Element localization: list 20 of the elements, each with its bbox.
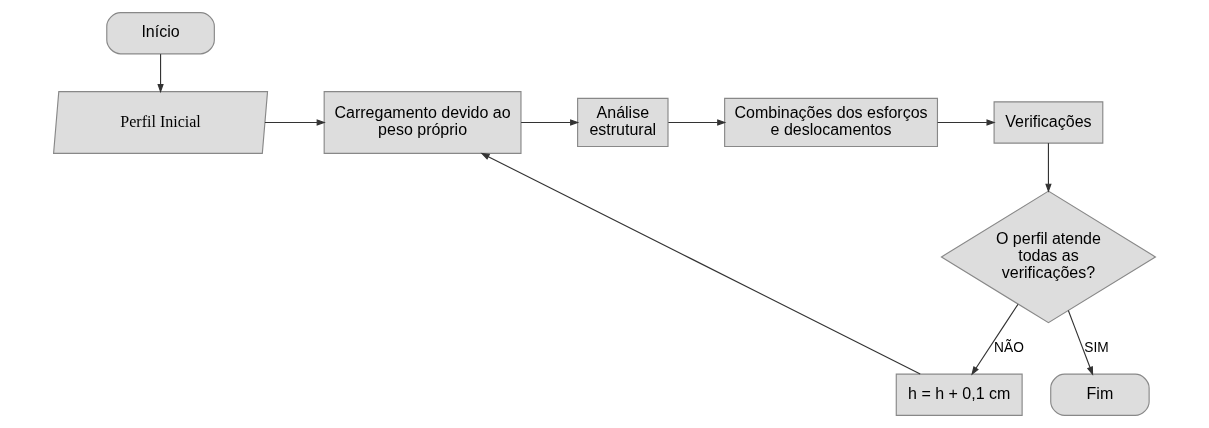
arrow <box>971 303 1019 376</box>
arrow <box>667 119 727 126</box>
node-box: Análise estrutural <box>577 97 669 148</box>
arrow <box>1067 309 1094 376</box>
arrow <box>1045 142 1052 193</box>
node-box: Combinações dos esforços e deslocamentos <box>724 97 939 148</box>
node-box: h = h + 0,1 cm <box>895 373 1023 416</box>
node-box: Perfil Inicial <box>52 91 269 154</box>
arrow <box>937 119 996 126</box>
node-diamond: O perfil atende todas as verificações? <box>940 190 1157 324</box>
edge-label: NÃO <box>994 339 1024 355</box>
node-box: Carregamento devido ao peso próprio <box>323 91 522 154</box>
arrow <box>520 119 580 126</box>
arrow <box>157 53 164 94</box>
node-box: Verificações <box>993 101 1104 144</box>
arrow <box>480 152 921 375</box>
node-box: Início <box>106 12 215 55</box>
arrow <box>264 119 326 126</box>
node-box: Fim <box>1050 373 1150 416</box>
edge-label: SIM <box>1084 339 1109 355</box>
